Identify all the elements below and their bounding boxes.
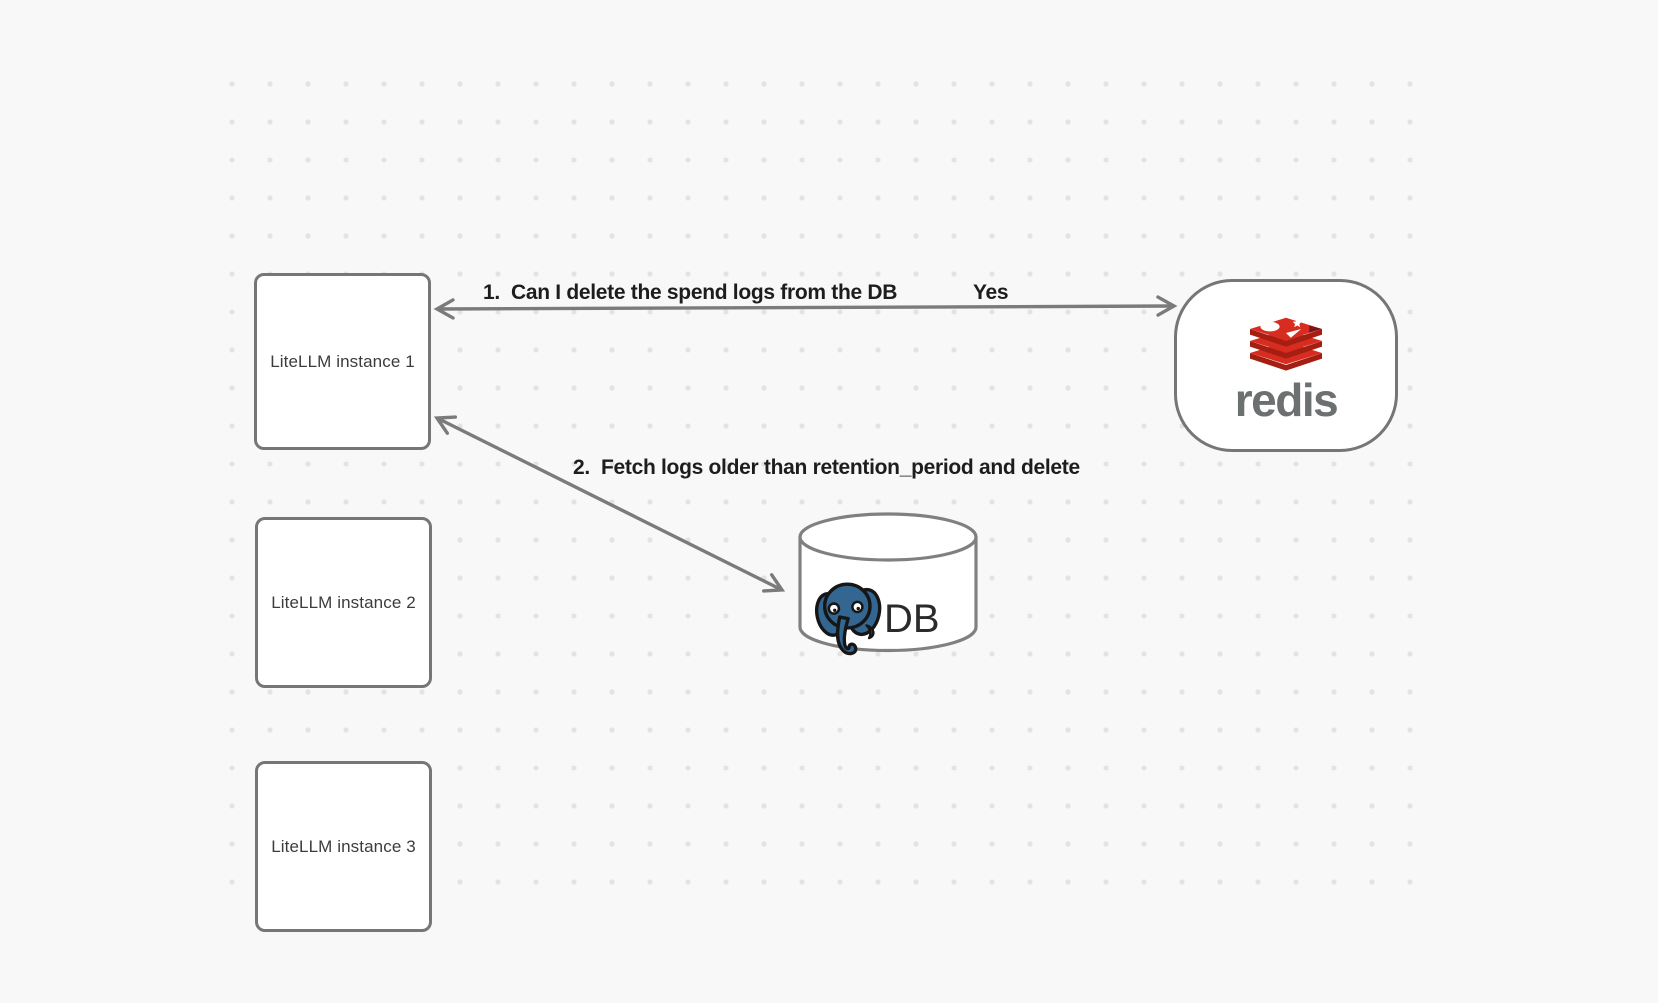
litellm-instance-3-label: LiteLLM instance 3 — [271, 836, 416, 856]
litellm-instance-1-node[interactable]: LiteLLM instance 1 — [254, 273, 431, 450]
edge-1-reply-label: Yes — [973, 281, 1009, 304]
redis-logo-icon — [1250, 317, 1322, 371]
litellm-instance-3-node[interactable]: LiteLLM instance 3 — [255, 761, 432, 932]
postgresql-elephant-icon — [814, 582, 882, 656]
litellm-instance-2-node[interactable]: LiteLLM instance 2 — [255, 517, 432, 688]
redis-node[interactable]: redis — [1174, 279, 1398, 452]
db-label: DB — [884, 597, 940, 641]
litellm-instance-1-label: LiteLLM instance 1 — [270, 351, 415, 371]
redis-wordmark: redis — [1234, 374, 1339, 426]
edge-2-label: 2. Fetch logs older than retention_perio… — [573, 456, 1080, 479]
litellm-instance-2-label: LiteLLM instance 2 — [271, 592, 416, 612]
edge-1-label: 1. Can I delete the spend logs from the … — [483, 281, 898, 304]
